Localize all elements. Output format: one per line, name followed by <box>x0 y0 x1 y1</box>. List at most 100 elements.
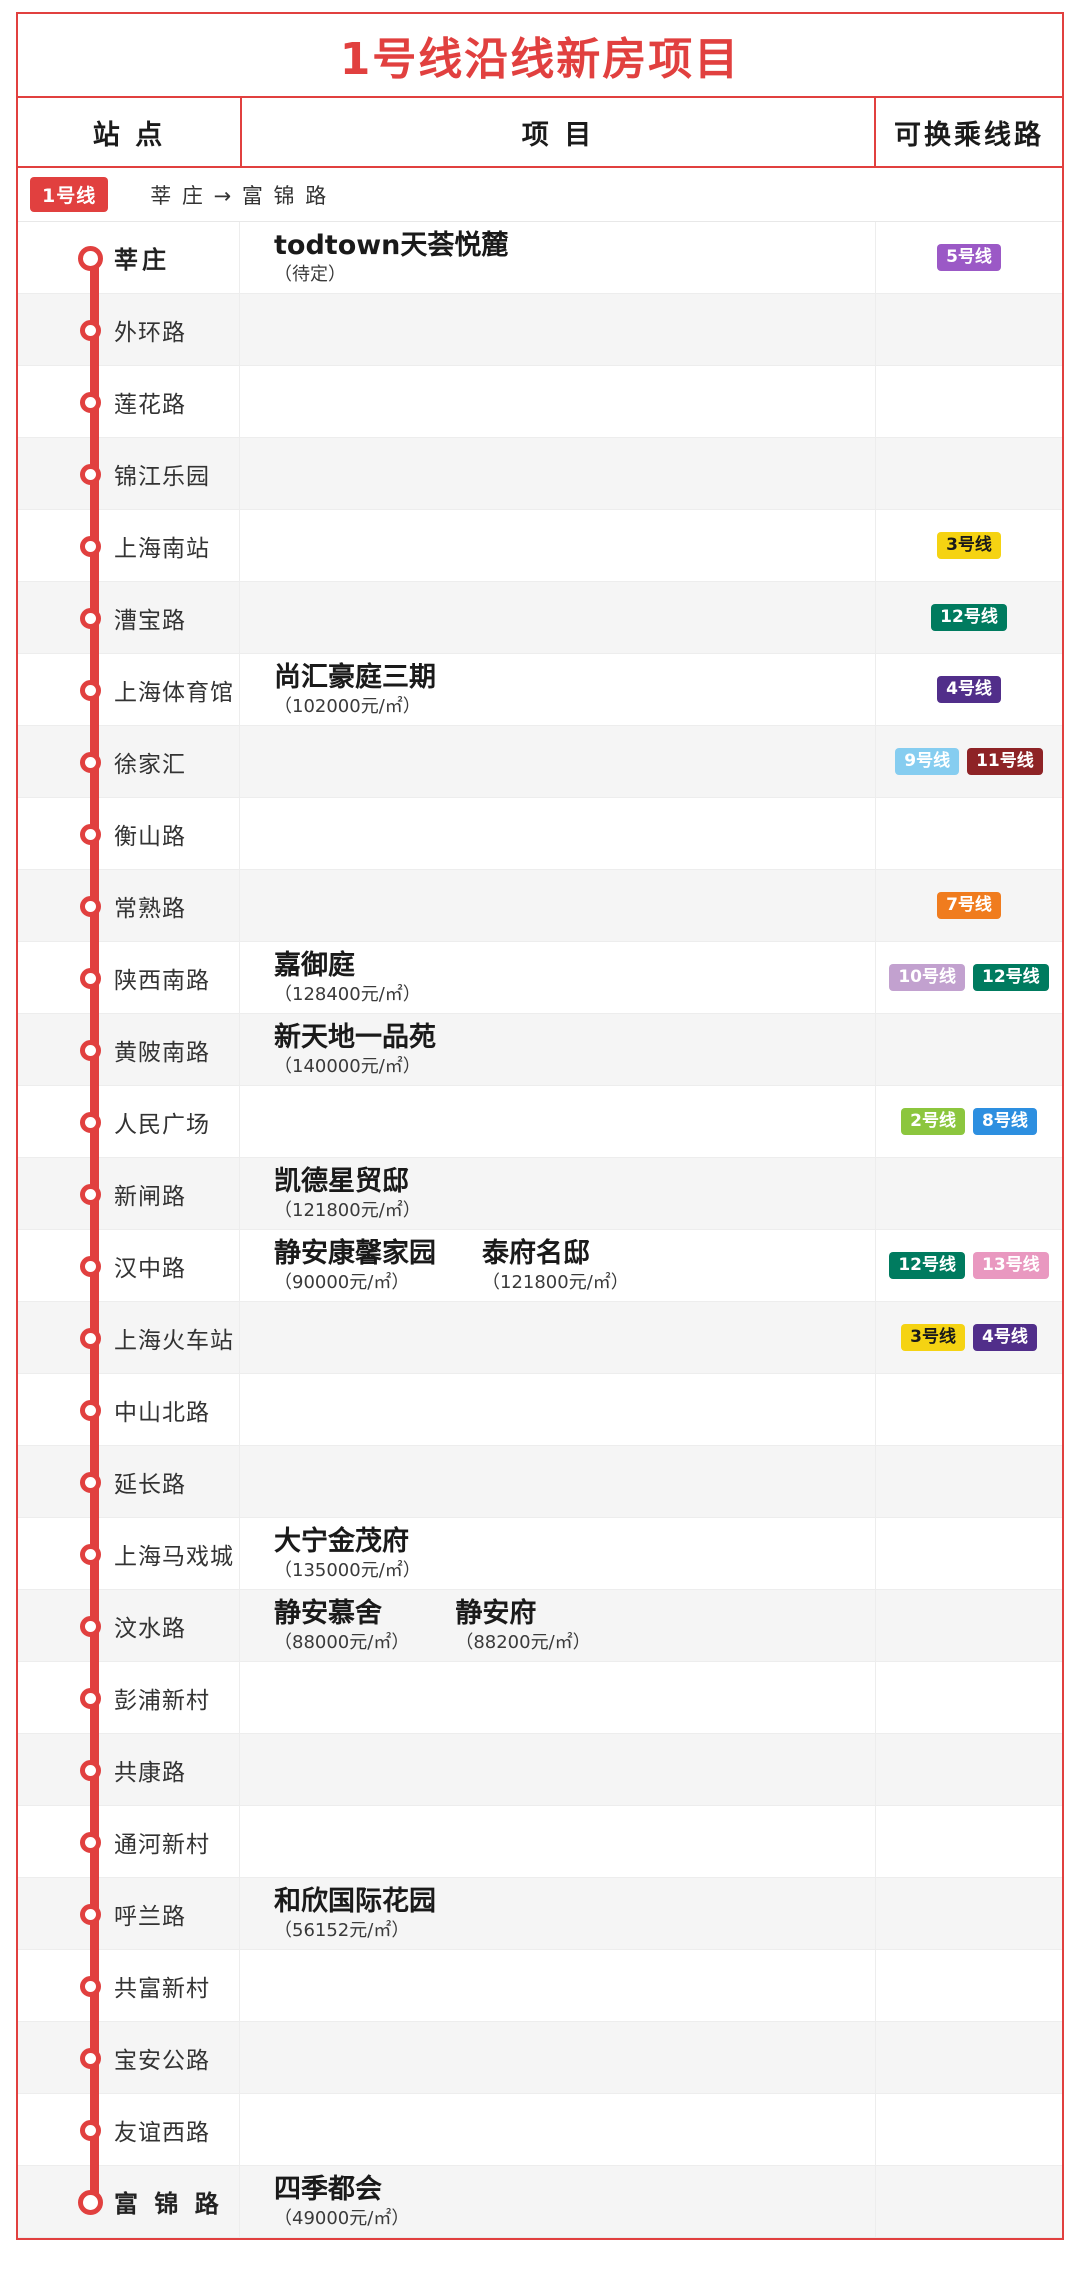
station-cell: 上海体育馆 <box>18 654 240 725</box>
station-cell: 汶水路 <box>18 1590 240 1661</box>
transfer-cell <box>876 1518 1062 1589</box>
project-entry: 和欣国际花园（56152元/㎡） <box>274 1886 436 1942</box>
station-cell: 中山北路 <box>18 1374 240 1445</box>
transfer-cell <box>876 1806 1062 1877</box>
transfer-cell <box>876 1590 1062 1661</box>
station-dot-icon <box>80 1543 101 1565</box>
transfer-line-badge[interactable]: 12号线 <box>889 1252 965 1279</box>
station-cell: 汉中路 <box>18 1230 240 1301</box>
project-cell <box>240 294 876 365</box>
project-cell: 静安慕舍（88000元/㎡）静安府（88200元/㎡） <box>240 1590 876 1661</box>
transfer-line-badge[interactable]: 12号线 <box>973 964 1049 991</box>
station-cell: 共康路 <box>18 1734 240 1805</box>
station-dot-icon <box>80 1759 101 1781</box>
station-name: 上海火车站 <box>114 1327 234 1354</box>
project-entry: 泰府名邸（121800元/㎡） <box>482 1238 629 1294</box>
project-cell <box>240 870 876 941</box>
project-cell: 四季都会（49000元/㎡） <box>240 2166 876 2237</box>
table-row: 锦江乐园 <box>18 438 1062 510</box>
transfer-line-badge[interactable]: 11号线 <box>967 748 1043 775</box>
station-name: 共富新村 <box>114 1975 210 2002</box>
project-entry: 嘉御庭（128400元/㎡） <box>274 950 421 1006</box>
transfer-line-badge[interactable]: 8号线 <box>973 1108 1037 1135</box>
station-name: 莘庄 <box>114 246 170 274</box>
transfer-line-badge[interactable]: 12号线 <box>931 604 1007 631</box>
station-dot-icon <box>80 607 101 629</box>
transfer-cell: 12号线 13号线 <box>876 1230 1062 1301</box>
project-cell: 凯德星贸邸（121800元/㎡） <box>240 1158 876 1229</box>
project-name: 大宁金茂府 <box>274 1525 409 1557</box>
station-dot-icon <box>80 751 101 773</box>
project-cell <box>240 510 876 581</box>
project-name: 尚汇豪庭三期 <box>274 661 436 693</box>
line-route: 莘 庄 → 富 锦 路 <box>150 183 329 208</box>
station-name: 上海马戏城 <box>114 1543 234 1570</box>
column-header-transfer: 可换乘线路 <box>894 119 1044 151</box>
station-cell: 锦江乐园 <box>18 438 240 509</box>
project-cell <box>240 1734 876 1805</box>
table-row: 富 锦 路 四季都会（49000元/㎡） <box>18 2166 1062 2238</box>
transfer-cell: 9号线 11号线 <box>876 726 1062 797</box>
transfer-line-badge[interactable]: 3号线 <box>901 1324 965 1351</box>
transfer-cell: 4号线 <box>876 654 1062 725</box>
station-name: 富 锦 路 <box>114 2190 223 2218</box>
project-cell <box>240 1950 876 2021</box>
project-name: 四季都会 <box>274 2173 382 2205</box>
station-dot-icon <box>80 2047 101 2069</box>
project-cell <box>240 1806 876 1877</box>
transfer-line-badge[interactable]: 7号线 <box>937 892 1001 919</box>
project-entry: 尚汇豪庭三期（102000元/㎡） <box>274 662 436 718</box>
transfer-line-badge[interactable]: 4号线 <box>973 1324 1037 1351</box>
station-name: 彭浦新村 <box>114 1687 210 1714</box>
transfer-cell: 2号线 8号线 <box>876 1086 1062 1157</box>
transfer-line-badge[interactable]: 10号线 <box>889 964 965 991</box>
station-name: 共康路 <box>114 1759 186 1786</box>
transfer-line-badge[interactable]: 4号线 <box>937 676 1001 703</box>
project-entry: 四季都会（49000元/㎡） <box>274 2174 409 2230</box>
transfer-line-badge[interactable]: 13号线 <box>973 1252 1049 1279</box>
transfer-line-badge[interactable]: 9号线 <box>895 748 960 775</box>
transfer-cell <box>876 1878 1062 1949</box>
station-dot-icon <box>80 1975 101 1997</box>
transfer-line-badge[interactable]: 5号线 <box>937 244 1001 271</box>
transfer-cell <box>876 366 1062 437</box>
transfer-line-badge[interactable]: 3号线 <box>937 532 1001 559</box>
project-cell <box>240 726 876 797</box>
project-price: （121800元/㎡） <box>482 1271 629 1293</box>
project-name: 和欣国际花园 <box>274 1885 436 1917</box>
table-row: 新闸路凯德星贸邸（121800元/㎡） <box>18 1158 1062 1230</box>
station-cell: 呼兰路 <box>18 1878 240 1949</box>
station-name: 汶水路 <box>114 1615 186 1642</box>
station-cell: 常熟路 <box>18 870 240 941</box>
transfer-line-badge[interactable]: 2号线 <box>901 1108 965 1135</box>
table-row: 上海体育馆尚汇豪庭三期（102000元/㎡） 4号线 <box>18 654 1062 726</box>
station-cell: 上海南站 <box>18 510 240 581</box>
table-row: 上海南站 3号线 <box>18 510 1062 582</box>
project-cell <box>240 582 876 653</box>
table-row: 宝安公路 <box>18 2022 1062 2094</box>
table-frame: 1号线沿线新房项目 站 点 项 目 可换乘线路 1号线 莘 庄 → 富 锦 路 … <box>16 12 1064 2240</box>
station-dot-icon <box>80 1255 101 1277</box>
transfer-cell <box>876 1014 1062 1085</box>
project-price: （56152元/㎡） <box>274 1919 410 1941</box>
transfer-cell <box>876 1446 1062 1517</box>
project-price: （待定） <box>274 263 346 285</box>
station-dot-icon <box>78 245 103 271</box>
transfer-cell: 10号线 12号线 <box>876 942 1062 1013</box>
station-name: 通河新村 <box>114 1831 210 1858</box>
table-row: 外环路 <box>18 294 1062 366</box>
station-cell: 新闸路 <box>18 1158 240 1229</box>
station-cell: 陕西南路 <box>18 942 240 1013</box>
station-dot-icon <box>80 679 101 701</box>
station-dot-icon <box>80 823 101 845</box>
project-name: todtown天荟悦麓 <box>274 229 509 261</box>
line-badge: 1号线 <box>30 177 109 212</box>
project-entry: 大宁金茂府（135000元/㎡） <box>274 1526 421 1582</box>
station-dot-icon <box>80 967 101 989</box>
project-cell: 大宁金茂府（135000元/㎡） <box>240 1518 876 1589</box>
station-dot-icon <box>80 1399 101 1421</box>
table-row: 衡山路 <box>18 798 1062 870</box>
table-row: 陕西南路嘉御庭（128400元/㎡） 10号线 12号线 <box>18 942 1062 1014</box>
